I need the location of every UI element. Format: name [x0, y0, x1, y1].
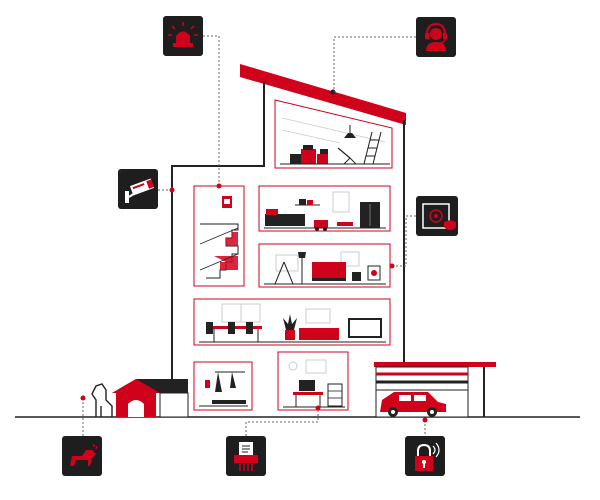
room-living — [258, 243, 391, 288]
smart-lock-icon[interactable] — [405, 436, 445, 476]
siren-alarm-icon[interactable] — [163, 16, 203, 56]
room-bedroom — [258, 185, 391, 232]
doghouse — [112, 379, 189, 418]
safe-vault-icon[interactable] — [416, 196, 458, 236]
room-entryway — [193, 361, 253, 411]
room-office — [277, 351, 349, 411]
guard-dog-icon[interactable] — [62, 436, 102, 476]
room-stairwell — [193, 185, 245, 287]
paper-shredder-icon[interactable] — [226, 436, 266, 476]
room-dining — [193, 298, 391, 346]
room-attic — [274, 99, 393, 169]
support-headset-icon[interactable] — [416, 17, 456, 57]
roof — [240, 64, 406, 125]
connector-dots — [80, 183, 428, 423]
dog-figure — [91, 383, 113, 417]
room-garage — [374, 362, 496, 418]
connector-lines — [82, 35, 426, 436]
security-camera-icon[interactable] — [118, 169, 158, 209]
